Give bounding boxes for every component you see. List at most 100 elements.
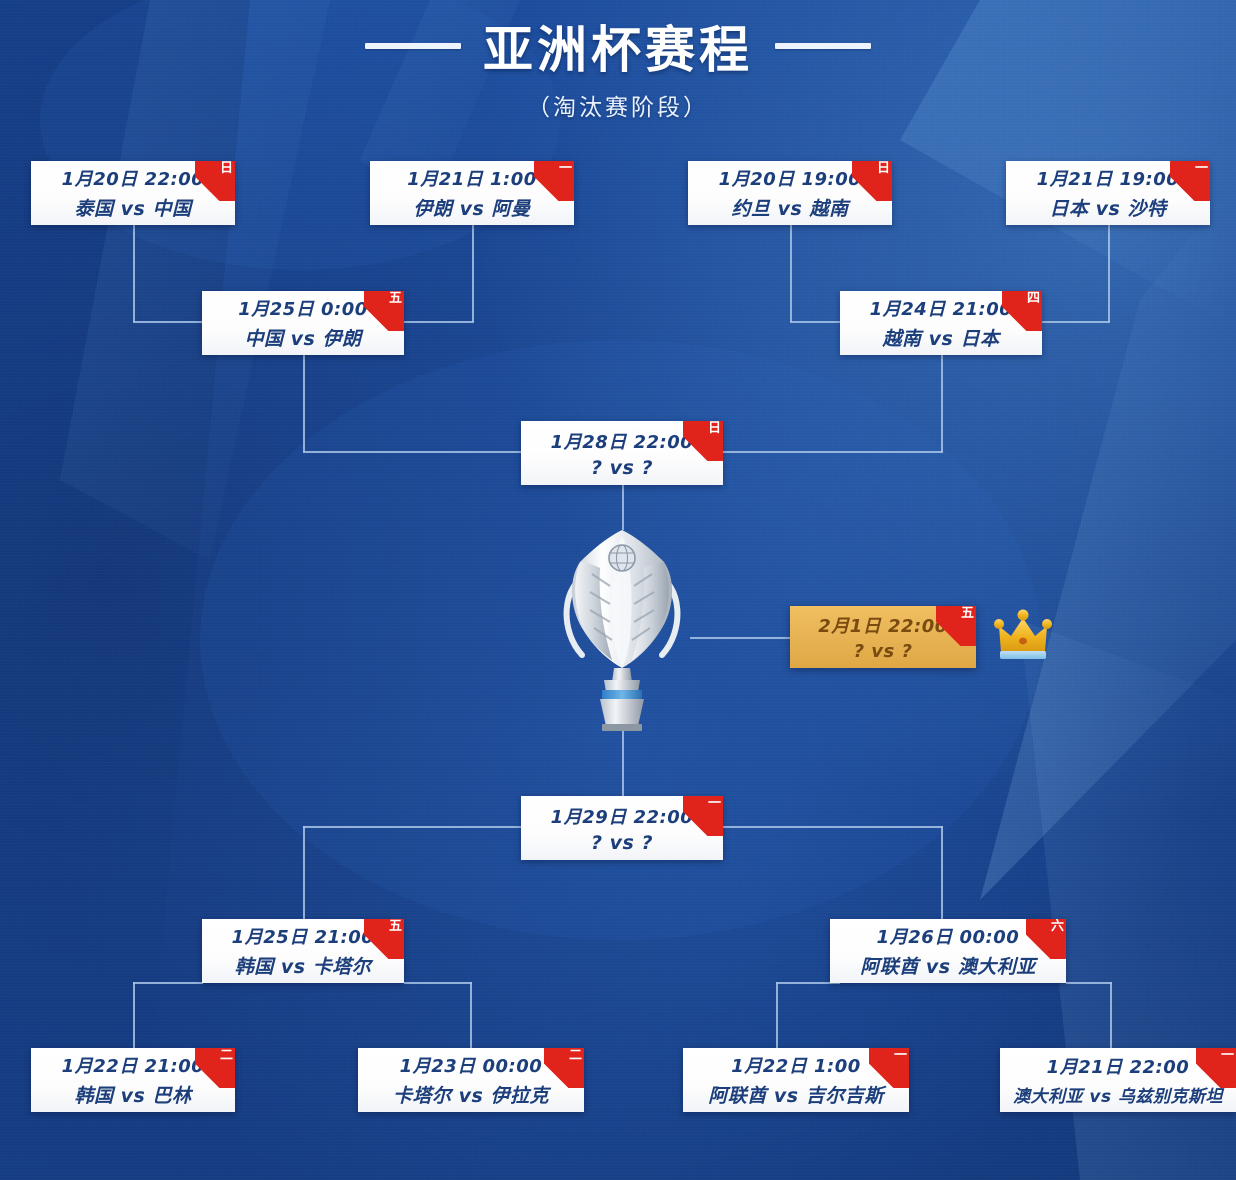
final-match-card[interactable]: 2月1日 22:00 ? vs ? 五 [790,606,976,668]
match-datetime: 1月26日 00:00 [876,927,1020,948]
crown-icon [994,609,1052,659]
connector-line [133,982,135,1048]
weekday-label: 五 [388,291,402,306]
connector-line [790,321,840,323]
weekday-badge: 五 [364,291,404,331]
match-card[interactable]: 1月26日 00:00 阿联酋 vs 澳大利亚 六 [830,919,1066,983]
weekday-badge: 一 [534,161,574,201]
connector-line [303,826,305,924]
match-teams: 澳大利亚 vs 乌兹别克斯坦 [1012,1087,1224,1107]
weekday-badge: 六 [1026,919,1066,959]
weekday-label: 一 [1220,1048,1234,1063]
connector-line [470,982,472,1048]
weekday-label: 二 [219,1048,233,1063]
match-datetime: 1月24日 21:00 [869,299,1013,320]
connector-line [303,826,523,828]
connector-line [472,221,474,322]
connector-line [723,451,943,453]
title-rule-left [365,43,461,49]
connector-line [404,982,472,984]
match-card[interactable]: 1月20日 22:00 泰国 vs 中国 日 [31,161,235,225]
match-card[interactable]: 1月25日 0:00 中国 vs 伊朗 五 [202,291,404,355]
connector-line [404,321,474,323]
match-teams: 阿联酋 vs 澳大利亚 [860,956,1036,978]
weekday-badge: 五 [936,606,976,646]
match-card[interactable]: 1月23日 00:00 卡塔尔 vs 伊拉克 二 [358,1048,584,1112]
match-datetime: 1月20日 19:00 [718,169,862,190]
match-card[interactable]: 1月20日 19:00 约旦 vs 越南 日 [688,161,892,225]
weekday-label: 日 [219,161,233,176]
match-card[interactable]: 1月28日 22:00 ? vs ? 日 [521,421,723,485]
match-teams: 越南 vs 日本 [882,328,1000,350]
match-teams: 泰国 vs 中国 [74,198,192,220]
match-teams: ? vs ? [591,456,653,479]
weekday-badge: 五 [364,919,404,959]
page-title: 亚洲杯赛程 [483,21,753,79]
match-card[interactable]: 1月21日 22:00 澳大利亚 vs 乌兹别克斯坦 一 [1000,1048,1236,1112]
match-teams: 伊朗 vs 阿曼 [413,198,531,220]
weekday-label: 一 [1194,161,1208,176]
connector-line [622,484,624,530]
connector-line [133,221,135,322]
connector-line [303,451,523,453]
weekday-label: 日 [707,421,721,436]
connector-line [1110,982,1112,1048]
weekday-badge: 二 [544,1048,584,1088]
connector-line [1108,221,1110,322]
match-teams: 中国 vs 伊朗 [244,328,362,350]
match-card[interactable]: 1月25日 21:00 韩国 vs 卡塔尔 五 [202,919,404,983]
match-card[interactable]: 1月21日 1:00 伊朗 vs 阿曼 一 [370,161,574,225]
connector-line [622,730,624,806]
weekday-badge: 一 [869,1048,909,1088]
match-datetime: 1月25日 0:00 [238,299,368,320]
match-datetime: 1月22日 21:00 [61,1056,205,1077]
match-datetime: 1月22日 1:00 [731,1056,861,1077]
match-datetime: 1月29日 22:00 [550,806,694,828]
connector-line [133,321,203,323]
weekday-badge: 一 [683,796,723,836]
connector-line [776,982,778,1048]
match-teams: 阿联酋 vs 吉尔吉斯 [708,1085,884,1107]
weekday-label: 五 [960,606,974,621]
weekday-label: 一 [707,796,721,811]
weekday-label: 二 [568,1048,582,1063]
match-card[interactable]: 1月24日 21:00 越南 vs 日本 四 [840,291,1042,355]
match-teams: ? vs ? [591,831,653,854]
connector-line [1042,321,1110,323]
match-teams: 约旦 vs 越南 [731,198,849,220]
connector-line [303,353,305,452]
weekday-badge: 一 [1170,161,1210,201]
match-datetime: 1月20日 22:00 [61,169,205,190]
match-datetime: 1月28日 22:00 [550,431,694,453]
connector-line [776,982,840,984]
weekday-badge: 日 [683,421,723,461]
weekday-badge: 四 [1002,291,1042,331]
weekday-label: 一 [558,161,572,176]
match-datetime: 1月21日 1:00 [407,169,537,190]
weekday-badge: 日 [852,161,892,201]
match-card[interactable]: 1月21日 19:00 日本 vs 沙特 一 [1006,161,1210,225]
title-row: 亚洲杯赛程 [0,10,1236,82]
weekday-label: 一 [893,1048,907,1063]
weekday-label: 日 [876,161,890,176]
match-card[interactable]: 1月22日 1:00 阿联酋 vs 吉尔吉斯 一 [683,1048,909,1112]
match-datetime: 1月23日 00:00 [399,1056,543,1077]
match-teams: 韩国 vs 巴林 [74,1085,192,1107]
title-rule-right [775,43,871,49]
weekday-badge: 一 [1196,1048,1236,1088]
match-card[interactable]: 1月22日 21:00 韩国 vs 巴林 二 [31,1048,235,1112]
page-subtitle: （淘汰赛阶段） [527,95,709,121]
connector-line [941,353,943,452]
match-card[interactable]: 1月29日 22:00 ? vs ? 一 [521,796,723,860]
weekday-label: 六 [1050,919,1064,934]
weekday-badge: 二 [195,1048,235,1088]
connector-line [941,826,943,924]
trophy-icon [563,530,681,731]
match-teams: 韩国 vs 卡塔尔 [234,956,372,978]
match-teams: 卡塔尔 vs 伊拉克 [393,1085,549,1107]
connector-line [790,221,792,322]
page-header: 亚洲杯赛程 （淘汰赛阶段） [0,0,1236,122]
match-datetime: 2月1日 22:00 [818,616,948,637]
weekday-label: 四 [1026,291,1040,306]
